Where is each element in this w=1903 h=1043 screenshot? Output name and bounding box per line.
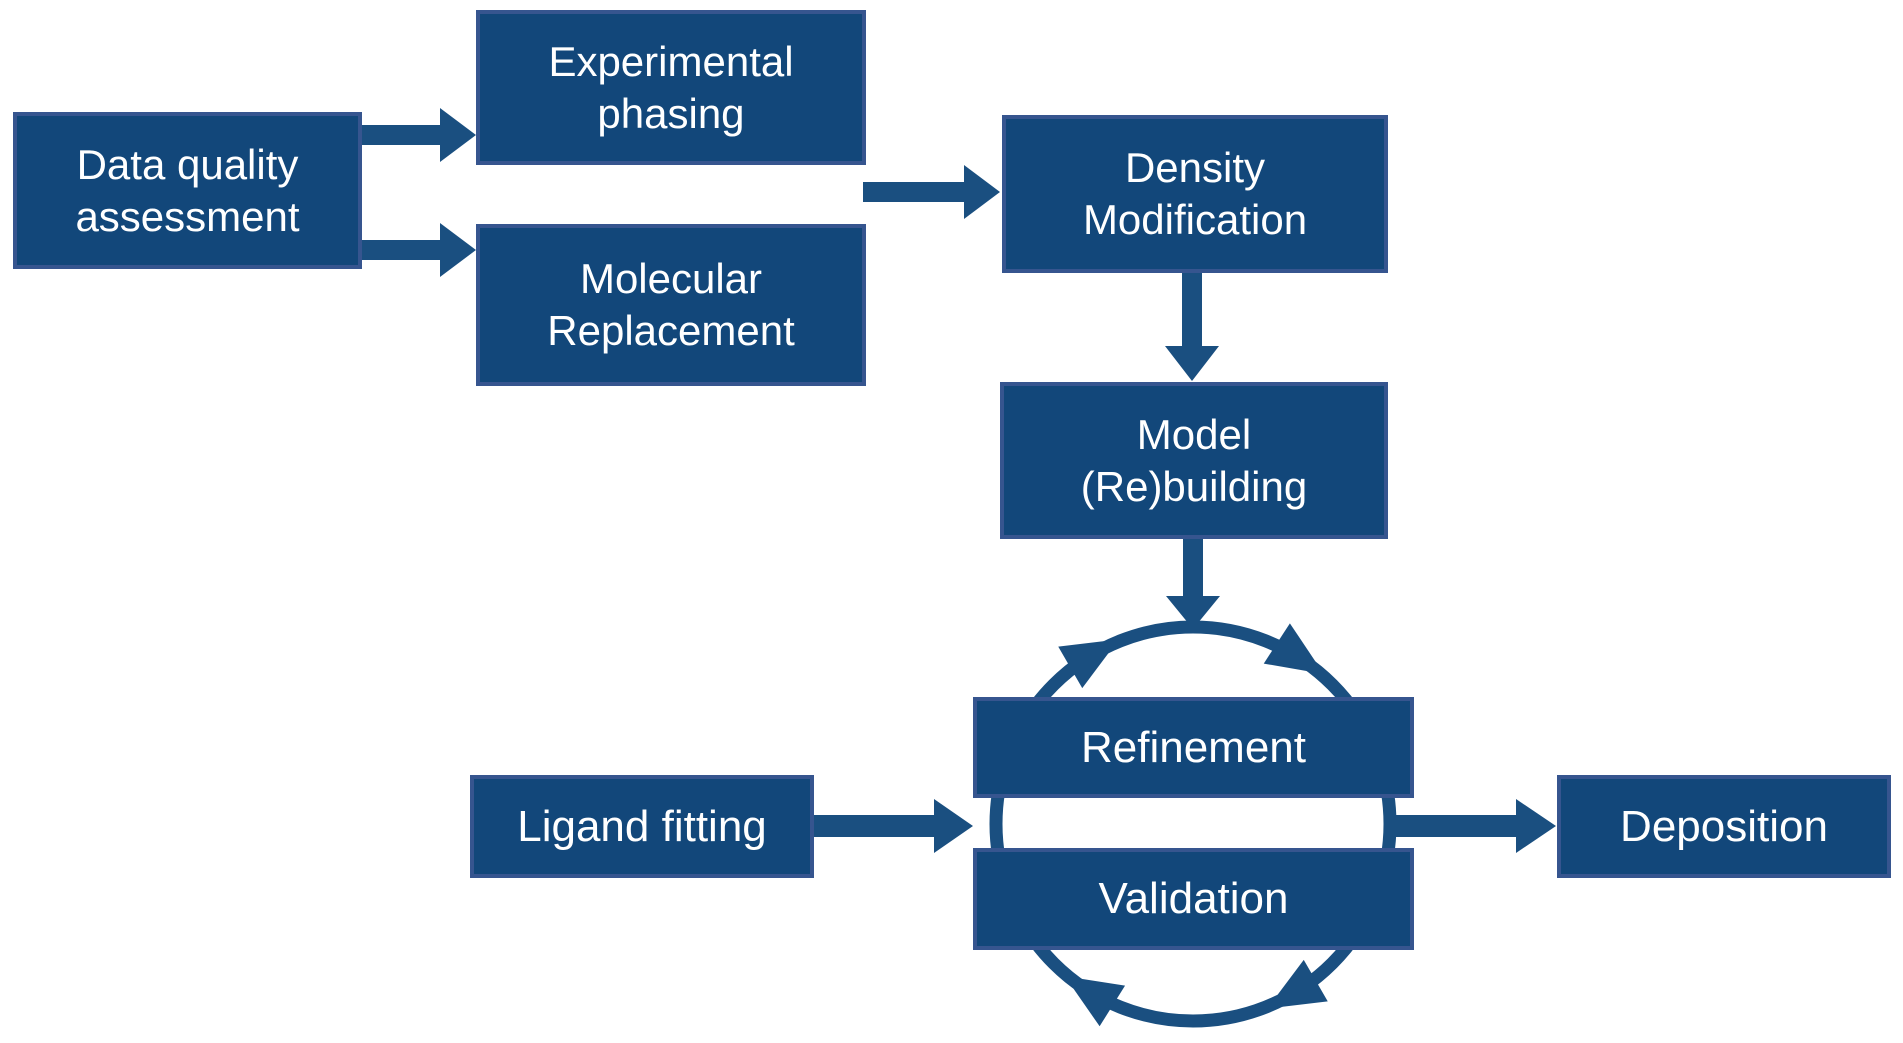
node-refinement: Refinement <box>973 697 1414 798</box>
arrow-density-to-model-rebuilding <box>1165 272 1219 381</box>
arrow-dqa-to-experimental-phasing <box>362 108 476 162</box>
arrow-dqa-to-molecular-replacement <box>362 223 476 277</box>
cycle-arrowhead-top-left <box>1058 639 1119 689</box>
cycle-circle <box>989 620 1397 1028</box>
node-model-rebuilding: Model (Re)building <box>1000 382 1388 539</box>
cycle-arrowhead-bottom-left <box>1064 976 1126 1027</box>
node-ligand-fitting: Ligand fitting <box>470 775 814 878</box>
node-experimental-phasing: Experimental phasing <box>476 10 866 165</box>
node-validation: Validation <box>973 848 1414 950</box>
node-molecular-replacement: Molecular Replacement <box>476 224 866 386</box>
arrow-phasing-to-density-modification <box>863 165 1000 219</box>
arrow-ligand-to-cycle <box>813 799 973 853</box>
cycle-arrowhead-top-right <box>1263 623 1324 674</box>
arrow-model-to-cycle <box>1166 538 1220 629</box>
node-density-modification: Density Modification <box>1002 115 1388 273</box>
node-deposition: Deposition <box>1557 775 1891 878</box>
node-data-quality-assessment: Data quality assessment <box>13 112 362 269</box>
arrow-cycle-to-deposition <box>1393 799 1556 853</box>
cycle-arrowhead-bottom-right <box>1267 959 1328 1009</box>
